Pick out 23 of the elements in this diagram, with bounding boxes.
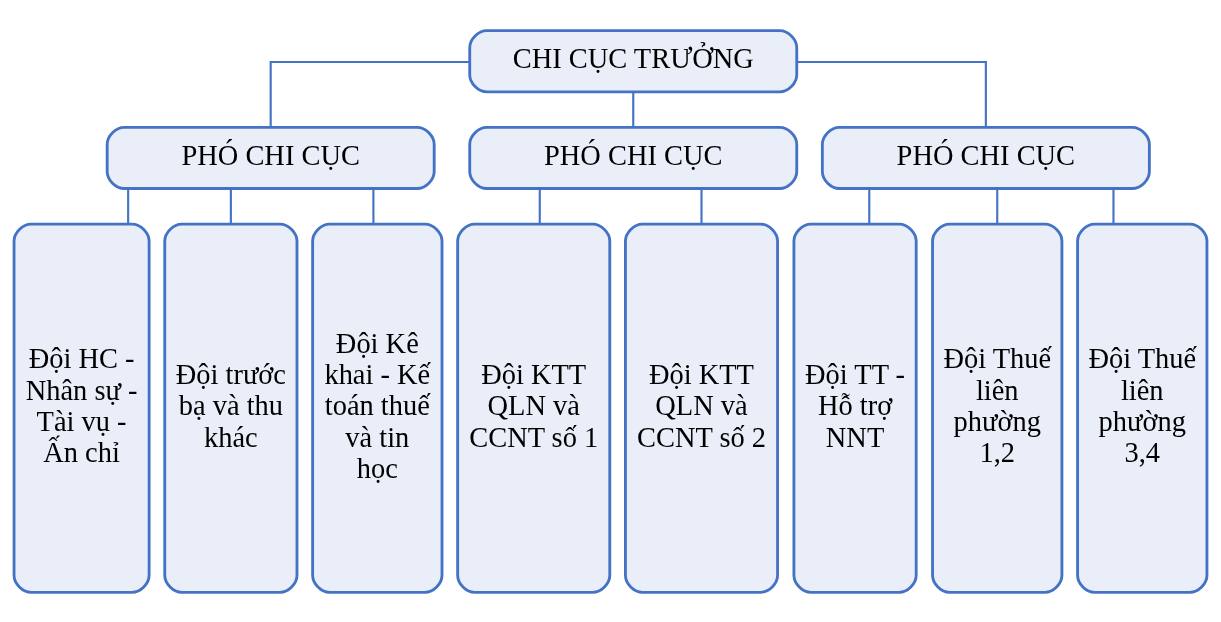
connector bbox=[868, 188, 871, 224]
node-box: Đội trước bạ và thu khác bbox=[163, 222, 299, 594]
connector bbox=[632, 91, 635, 127]
node-box: CHI CỤC TRƯỞNG bbox=[468, 28, 799, 93]
node-box: Đội HC - Nhân sự - Tài vụ - Ấn chỉ bbox=[12, 222, 151, 594]
connector bbox=[372, 188, 375, 224]
node-box: PHÓ CHI CỤC bbox=[105, 125, 436, 190]
connector bbox=[538, 188, 541, 224]
connector bbox=[269, 60, 470, 127]
connector bbox=[996, 188, 999, 224]
node-box: Đội Thuế liên phường 1,2 bbox=[931, 222, 1064, 594]
connector bbox=[700, 188, 703, 224]
node-box: Đội TT - Hỗ trợ NNT bbox=[792, 222, 918, 594]
connector bbox=[797, 60, 987, 127]
node-box: PHÓ CHI CỤC bbox=[820, 125, 1151, 190]
node-box: Đội Kê khai - Kế toán thuế và tin học bbox=[311, 222, 444, 594]
node-box: Đội Thuế liên phường 3,4 bbox=[1076, 222, 1209, 594]
connector bbox=[127, 188, 130, 224]
node-box: Đội KTT QLN và CCNT số 2 bbox=[624, 222, 779, 594]
connector bbox=[1112, 188, 1115, 224]
node-box: PHÓ CHI CỤC bbox=[468, 125, 799, 190]
node-box: Đội KTT QLN và CCNT số 1 bbox=[456, 222, 612, 594]
connector bbox=[229, 188, 232, 224]
